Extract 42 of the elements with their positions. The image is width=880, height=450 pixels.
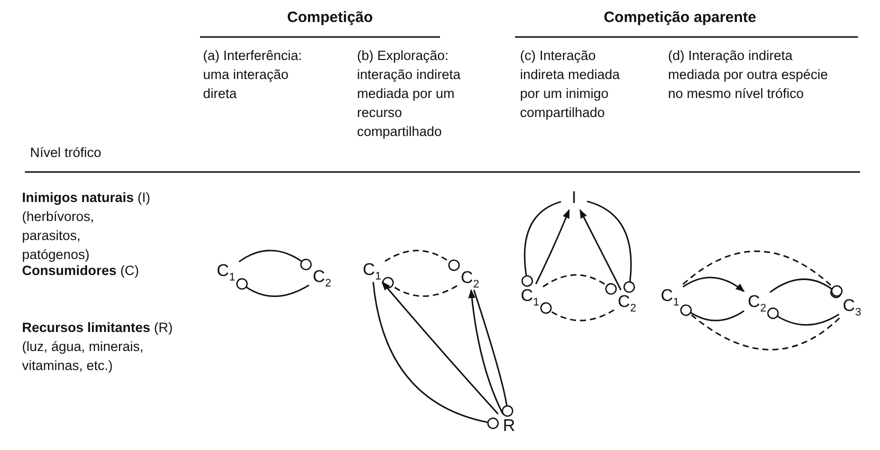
inhibition-line <box>767 308 840 326</box>
arrow <box>535 209 570 284</box>
species-label: C$_{3}$ <box>840 295 864 317</box>
inhibition-line <box>473 290 514 417</box>
column-caption: (b) Exploração: interação indireta mediada por um recurso compartilhado <box>357 47 462 141</box>
row-label: (herbívoros, parasitos, patógenos) <box>22 208 96 264</box>
species-label: R <box>497 415 521 437</box>
inhibition-line <box>682 250 843 297</box>
species-label: C$_{2}$ <box>745 291 769 313</box>
row-label: Consumidores (C) <box>22 262 140 280</box>
species-label: C$_{1}$ <box>518 285 542 307</box>
species-label: C$_{1}$ <box>214 260 238 282</box>
species-label: C$_{2}$ <box>615 291 639 313</box>
column-caption: (d) Interação indireta mediada por outra espécie no mesmo nível trófico <box>668 47 828 103</box>
arrow <box>468 289 504 414</box>
arrow <box>682 276 745 292</box>
inhibition-line <box>372 282 499 430</box>
row-label: (luz, água, minerais, vitaminas, etc.) <box>22 338 145 375</box>
row-label: Inimigos naturais (I) <box>22 189 152 207</box>
arrow <box>579 209 622 290</box>
column-caption: (a) Interferência: uma interação direta <box>203 47 304 103</box>
section-heading: Competição aparente <box>602 8 758 27</box>
inhibition-line <box>238 250 312 270</box>
inhibition-line <box>542 274 617 295</box>
arrow <box>382 281 499 414</box>
species-label: I <box>562 187 586 209</box>
inhibition-line <box>770 278 842 298</box>
column-caption: (c) Interação indireta mediada por um inimigo compartilhado <box>520 47 621 122</box>
row-label: Recursos limitantes (R) <box>22 319 174 337</box>
section-heading: Competição <box>286 8 374 27</box>
species-label: C$_{1}$ <box>658 285 682 307</box>
inhibition-line <box>521 201 562 287</box>
inhibition-line <box>680 304 840 350</box>
species-label: C$_{2}$ <box>310 266 334 288</box>
inhibition-line <box>540 302 614 322</box>
species-label: C$_{2}$ <box>458 267 482 289</box>
inhibition-line <box>586 200 635 293</box>
inhibition-line <box>384 250 460 271</box>
species-label: C$_{1}$ <box>360 259 384 281</box>
inhibition-line <box>236 278 310 297</box>
axis-title: Nível trófico <box>30 144 102 162</box>
inhibition-line <box>382 276 458 297</box>
